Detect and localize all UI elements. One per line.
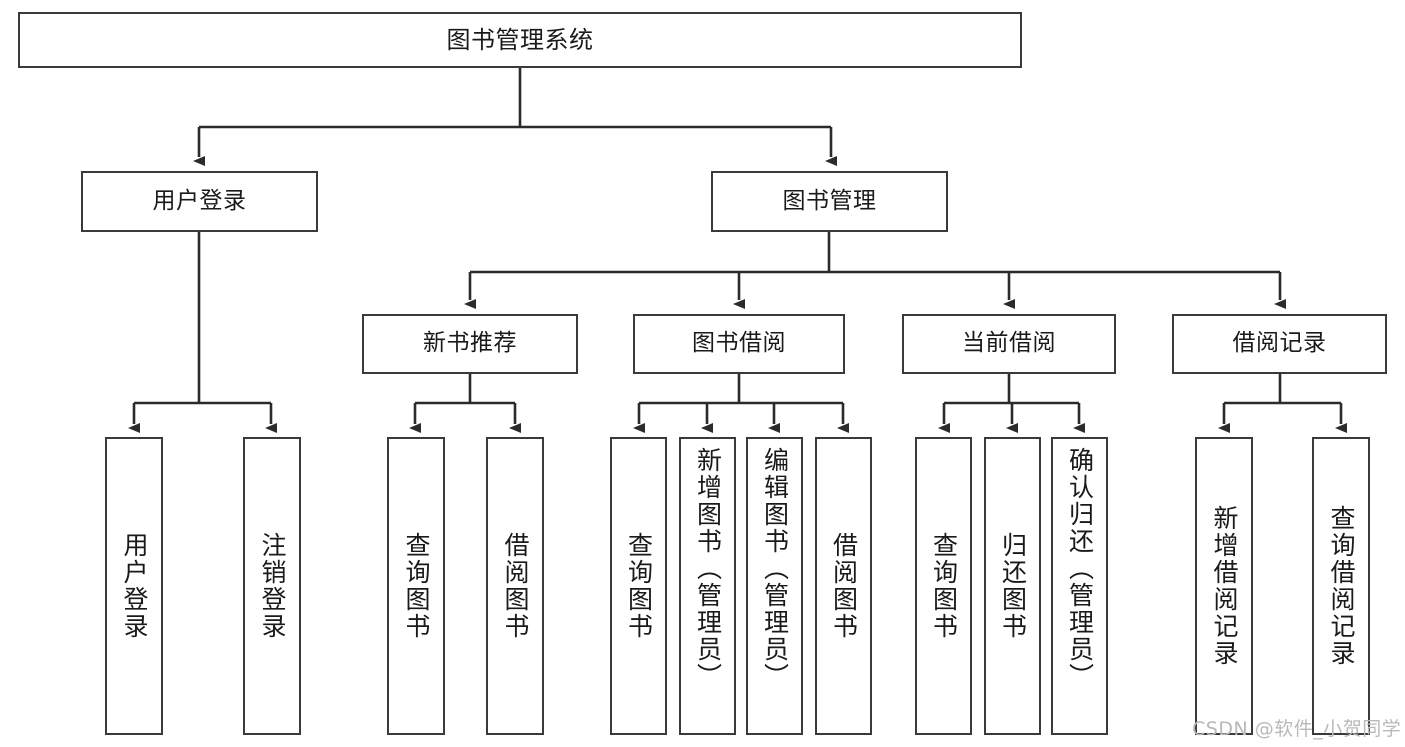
node-leaf-edit-book[interactable]: 编辑图书（管理员）	[746, 437, 803, 735]
node-leaf-borrow-book-2-label: 借阅图书	[829, 532, 859, 640]
node-leaf-add-borrow-record-label: 新增借阅记录	[1210, 505, 1239, 667]
node-current-borrow[interactable]: 当前借阅	[902, 314, 1116, 374]
node-leaf-user-login-label: 用户登录	[120, 532, 149, 640]
node-leaf-query-borrow-record[interactable]: 查询借阅记录	[1312, 437, 1370, 735]
node-leaf-query-book-1[interactable]: 查询图书	[387, 437, 445, 735]
node-leaf-query-book-2-label: 查询图书	[624, 532, 654, 640]
node-leaf-query-book-3-label: 查询图书	[929, 532, 959, 640]
node-leaf-query-book-3[interactable]: 查询图书	[915, 437, 972, 735]
node-new-book-recommend[interactable]: 新书推荐	[362, 314, 578, 374]
node-user-login-label: 用户登录	[152, 187, 247, 214]
node-leaf-borrow-book-1-label: 借阅图书	[501, 532, 530, 640]
node-user-login[interactable]: 用户登录	[81, 171, 318, 232]
node-leaf-return-book[interactable]: 归还图书	[984, 437, 1041, 735]
node-root-label: 图书管理系统	[446, 25, 594, 54]
node-borrow-record[interactable]: 借阅记录	[1172, 314, 1387, 374]
node-leaf-logout-login[interactable]: 注销登录	[243, 437, 301, 735]
node-borrow-record-label: 借阅记录	[1232, 330, 1327, 357]
node-book-manage-label: 图书管理	[782, 187, 877, 214]
node-book-manage[interactable]: 图书管理	[711, 171, 948, 232]
node-leaf-add-borrow-record[interactable]: 新增借阅记录	[1195, 437, 1253, 735]
node-current-borrow-label: 当前借阅	[962, 330, 1056, 357]
node-leaf-add-book[interactable]: 新增图书（管理员）	[679, 437, 736, 735]
node-leaf-logout-login-label: 注销登录	[258, 532, 287, 640]
node-leaf-borrow-book-2[interactable]: 借阅图书	[815, 437, 872, 735]
node-book-borrow[interactable]: 图书借阅	[633, 314, 845, 374]
node-book-borrow-label: 图书借阅	[692, 330, 786, 357]
node-leaf-confirm-return-label: 确认归还（管理员）	[1065, 447, 1095, 690]
node-leaf-user-login[interactable]: 用户登录	[105, 437, 163, 735]
node-leaf-return-book-label: 归还图书	[998, 532, 1028, 640]
node-leaf-borrow-book-1[interactable]: 借阅图书	[486, 437, 544, 735]
node-leaf-edit-book-label: 编辑图书（管理员）	[760, 447, 790, 690]
node-new-book-recommend-label: 新书推荐	[423, 330, 517, 357]
node-leaf-query-book-1-label: 查询图书	[402, 532, 431, 640]
node-leaf-query-book-2[interactable]: 查询图书	[610, 437, 667, 735]
csdn-watermark: CSDN @软件_小贺同学	[1192, 718, 1402, 740]
node-root[interactable]: 图书管理系统	[18, 12, 1022, 68]
node-leaf-confirm-return[interactable]: 确认归还（管理员）	[1051, 437, 1108, 735]
node-leaf-add-book-label: 新增图书（管理员）	[693, 447, 723, 690]
node-leaf-query-borrow-record-label: 查询借阅记录	[1327, 505, 1356, 667]
